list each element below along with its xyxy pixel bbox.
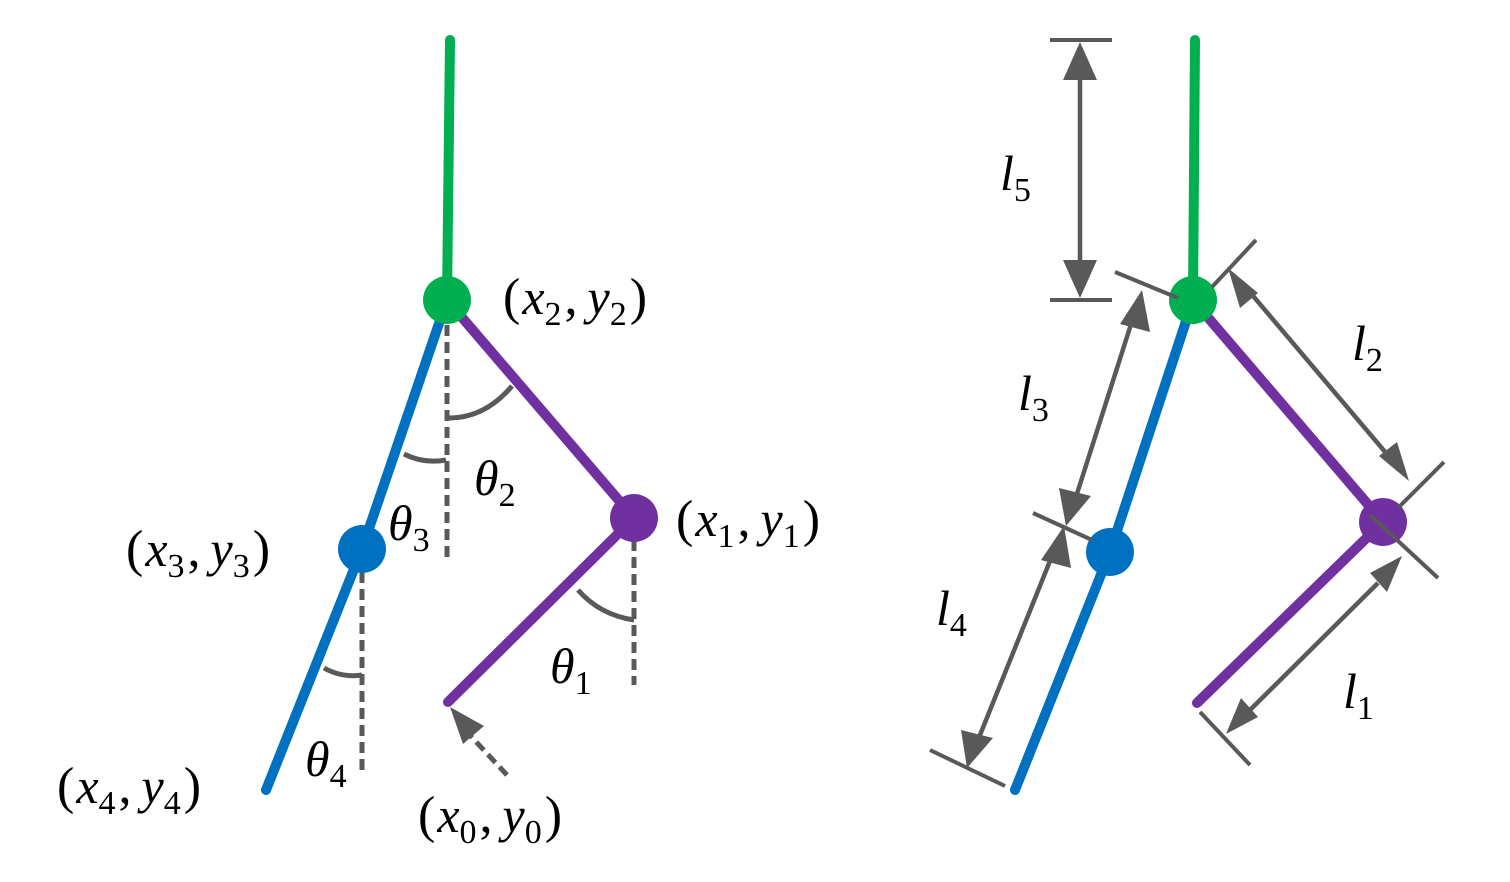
purple-lower-link [443,513,639,707]
joint-p1-right [1359,498,1407,546]
dimension-l5 [1050,38,1112,302]
joint-p2-right [1169,276,1217,324]
angle-label-theta3: θ3 [388,495,430,559]
point-label-p1: (x1,y1) [676,491,820,555]
torso-link [442,35,455,305]
blue-lower-link-right [1010,547,1115,795]
right-labels: l5 l2 l3 l4 l1 [936,145,1383,727]
angle-arc-theta3 [402,451,447,464]
angle-arc-theta1 [576,588,635,623]
blue-upper-link [357,295,452,554]
angle-arc-theta4 [322,665,363,679]
joint-p3-right [1086,528,1134,576]
purple-upper-link [442,295,639,523]
pointer-to-p0 [464,729,509,777]
purple-lower-link-right [1192,517,1388,708]
dimension-l2 [1210,238,1446,510]
dimension-l1 [1198,513,1440,767]
joint-p1 [610,494,658,542]
joint-p2 [423,276,471,324]
length-label-l5: l5 [1000,145,1031,209]
length-label-l1: l1 [1343,663,1374,727]
joint-p3 [338,525,386,573]
dimension-l3-l4 [929,270,1179,788]
blue-lower-link [261,544,367,795]
torso-link-right [1188,35,1200,305]
right-diagram [929,35,1446,795]
point-label-p2: (x2,y2) [503,269,647,333]
pointer-arrowhead-icon [450,707,484,744]
point-label-p4: (x4,y4) [57,758,201,822]
point-label-p3: (x3,y3) [126,521,270,585]
length-label-l4: l4 [936,580,967,644]
angle-label-theta2: θ2 [474,450,516,514]
left-labels: (x2,y2) (x1,y1) (x3,y3) (x4,y4) (x0,y0) … [57,269,820,851]
angle-label-theta4: θ4 [305,731,347,795]
angle-label-theta1: θ1 [550,638,592,702]
angle-arc-theta2 [448,384,514,421]
length-label-l3: l3 [1018,365,1049,429]
length-label-l2: l2 [1352,315,1383,379]
blue-upper-link-right [1105,295,1198,557]
purple-upper-link-right [1188,295,1388,527]
left-diagram [261,35,658,795]
point-label-p0: (x0,y0) [418,787,562,851]
